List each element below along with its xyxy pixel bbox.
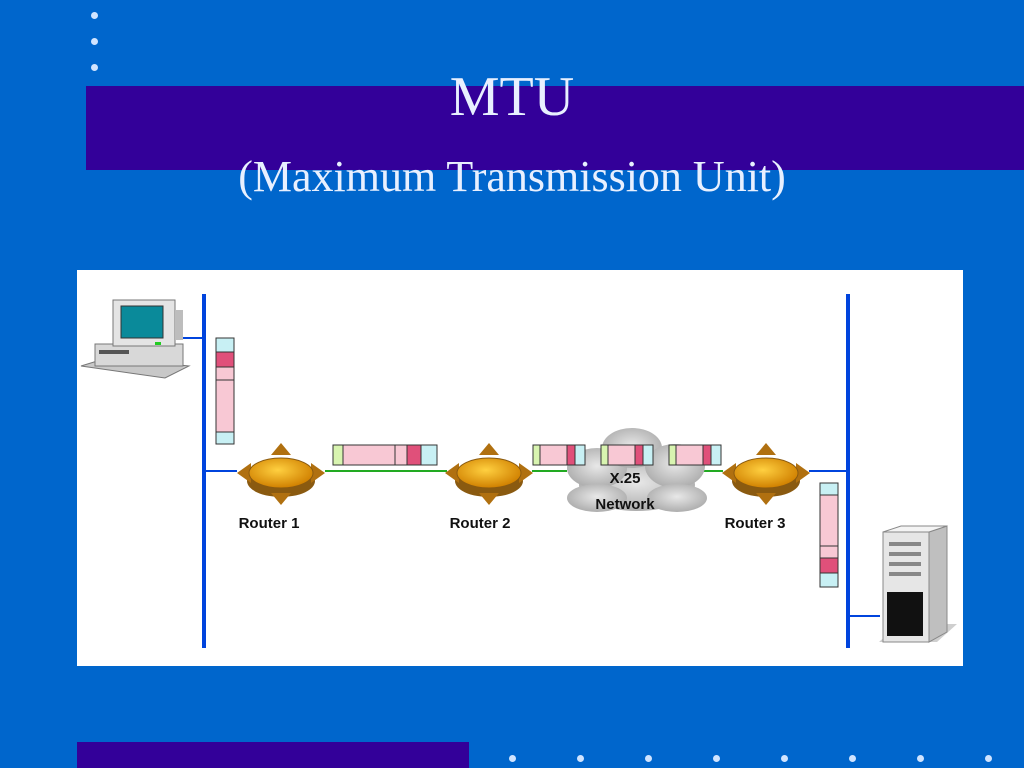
network-diagram: X.25 Network (77, 270, 963, 666)
bottom-band (77, 742, 469, 768)
decor-dot (91, 12, 98, 19)
server-tower-icon (879, 525, 957, 643)
slide-subtitle: (Maximum Transmission Unit) (238, 152, 786, 201)
desktop-computer-icon (80, 299, 191, 379)
router-1-icon (237, 443, 325, 505)
router-3-label: Router 3 (725, 515, 786, 532)
packet-fragment-2 (600, 444, 654, 466)
packet-vertical-right (819, 482, 839, 588)
decor-dot (509, 755, 516, 762)
router-2-label: Router 2 (450, 515, 511, 532)
slide-title: MTU (449, 66, 575, 128)
network-label-line2: Network (595, 496, 655, 513)
packet-fragment-3 (668, 444, 722, 466)
title-band (86, 86, 1024, 170)
decor-dot (713, 755, 720, 762)
right-segment-line (809, 294, 880, 648)
decor-dot (91, 64, 98, 71)
network-label-line1: X.25 (610, 470, 641, 487)
decor-dot (577, 755, 584, 762)
packet-router1-router2 (332, 444, 438, 466)
router-1-label: Router 1 (239, 515, 300, 532)
packet-fragment-1 (532, 444, 586, 466)
decor-dot (917, 755, 924, 762)
packet-vertical-left (215, 337, 235, 445)
decor-dot (781, 755, 788, 762)
router-3-icon (722, 443, 810, 505)
router-2-icon (445, 443, 533, 505)
decor-dot (645, 755, 652, 762)
decor-dot (985, 755, 992, 762)
decor-dot (91, 38, 98, 45)
decor-dot (849, 755, 856, 762)
